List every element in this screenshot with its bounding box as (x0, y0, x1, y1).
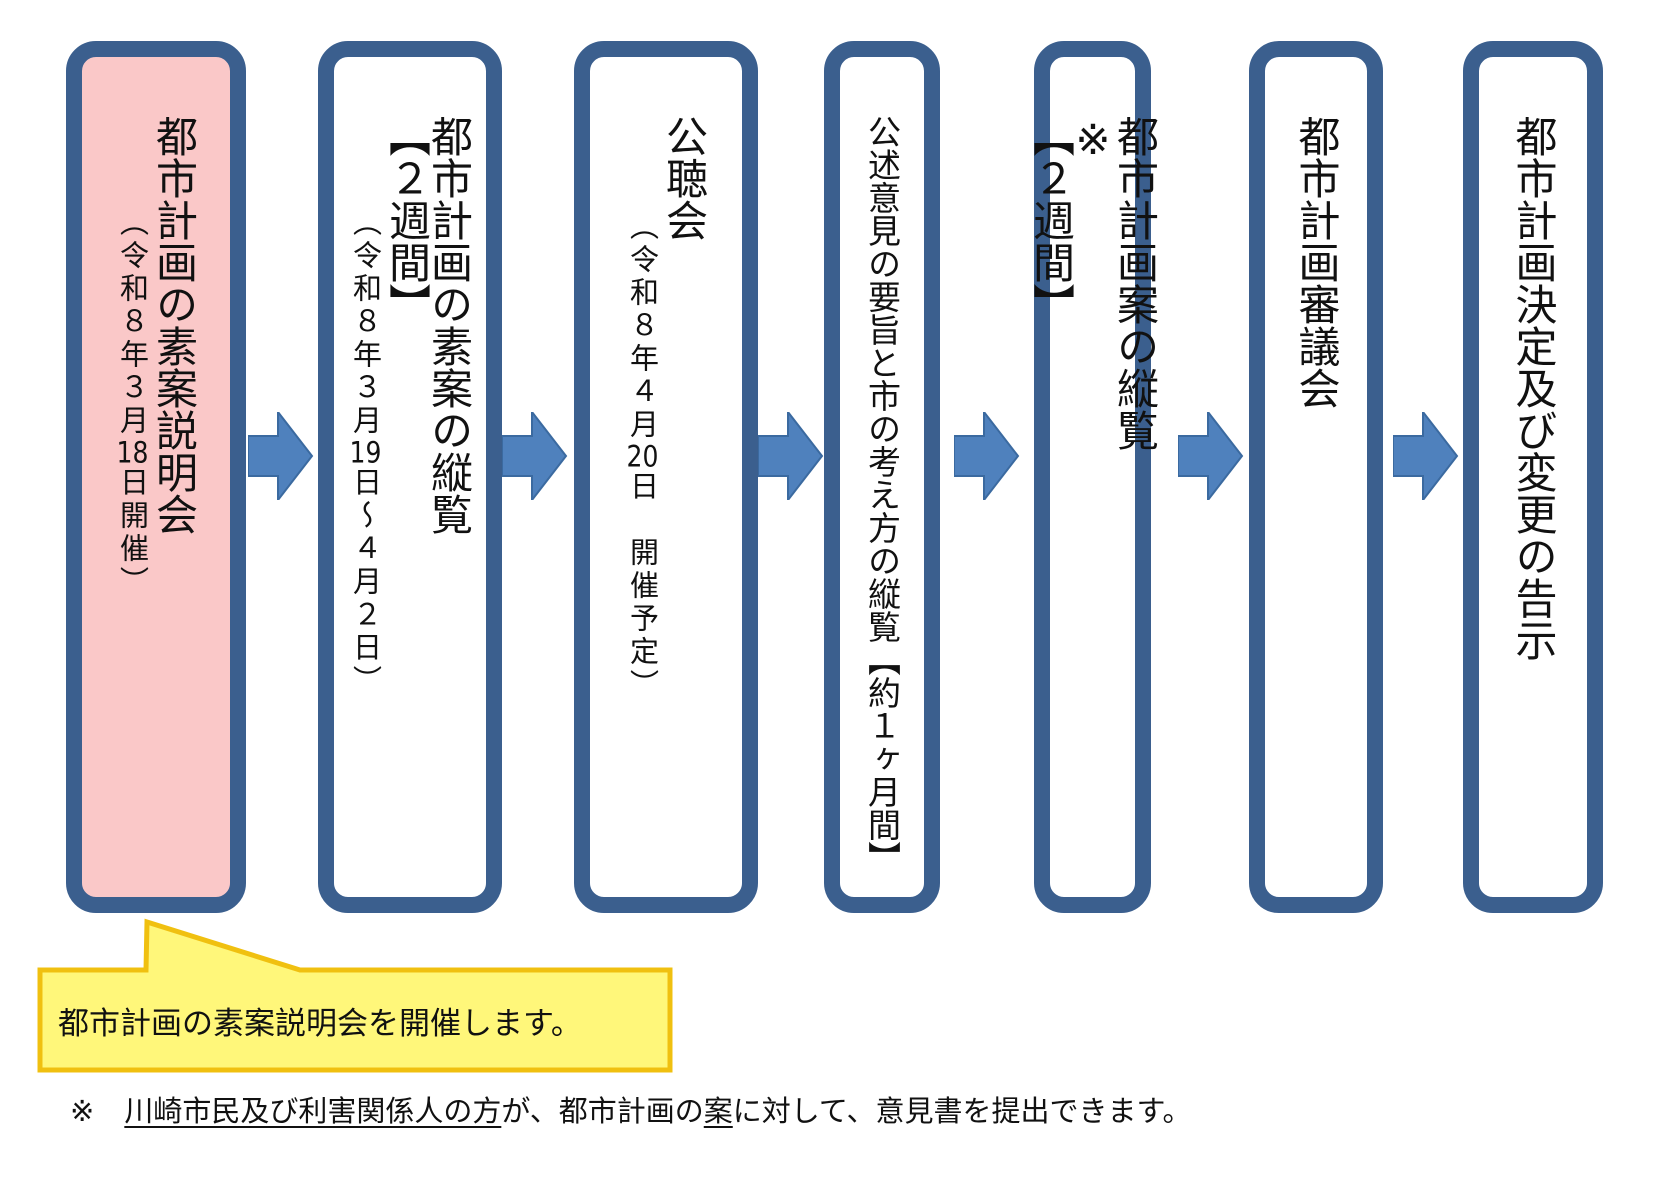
step-3-box: 公聴会 （令和８年４月20日 開催予定） (574, 41, 758, 913)
footnote: ※ 川崎市民及び利害関係人の方が、都市計画の案に対して、意見書を提出できます。 (70, 1088, 1192, 1130)
step-5-duration: 【２週間】 (1026, 115, 1076, 325)
arrow-right-icon (954, 412, 1020, 500)
step-5-title-column: 都市計画案の縦覧※【２週間】 (1026, 115, 1160, 451)
step-3-date: （令和８年４月20日 開催予定） (625, 211, 660, 702)
step-4-duration: 【約１ヶ月間】 (862, 643, 902, 874)
step-6-box: 都市計画審議会 (1249, 41, 1383, 913)
step-2-title: 都市計画の素案の縦覧 (424, 115, 474, 535)
step-5-title: 都市計画案の縦覧 (1110, 115, 1160, 451)
footnote-text-2: が、都市計画の (501, 1094, 704, 1128)
step-1-date: （令和８年３月18日開催） (115, 207, 150, 599)
step-6-title: 都市計画審議会 (1292, 115, 1341, 409)
step-2-box: 都市計画の素案の縦覧【２週間】 （令和８年３月19日～４月２日） (318, 41, 502, 913)
step-2-duration: 【２週間】 (382, 115, 432, 325)
step-4-title-column: 公述意見の要旨と市の考え方の縦覧【約１ヶ月間】 (862, 115, 902, 874)
arrow-right-icon (248, 412, 314, 500)
step-5-box: 都市計画案の縦覧※【２週間】 (1027, 41, 1160, 913)
step-4-title: 公述意見の要旨と市の考え方の縦覧 (862, 115, 902, 643)
step-3-title: 公聴会 (659, 115, 709, 241)
step-2-date: （令和８年３月19日～４月２日） (348, 207, 383, 698)
step-7-title: 都市計画決定及び変更の告示 (1509, 115, 1558, 661)
callout-text: 都市計画の素案説明会を開催します。 (58, 1006, 582, 1042)
step-5-note-mark: ※ (1068, 115, 1118, 164)
step-4-box: 公述意見の要旨と市の考え方の縦覧【約１ヶ月間】 (824, 41, 940, 913)
arrow-right-icon (502, 412, 568, 500)
arrow-right-icon (1178, 412, 1244, 500)
footnote-text-4: に対して、意見書を提出できます。 (732, 1094, 1192, 1128)
step-1-box: 都市計画の素案説明会 （令和８年３月18日開催） (66, 41, 246, 913)
footnote-underlined-1: 川崎市民及び利害関係人の方 (124, 1094, 502, 1128)
step-2-title-column: 都市計画の素案の縦覧【２週間】 (382, 115, 474, 535)
footnote-mark: ※ (70, 1094, 95, 1128)
step-7-box: 都市計画決定及び変更の告示 (1463, 41, 1603, 913)
footnote-underlined-2: 案 (703, 1094, 733, 1128)
arrow-right-icon (1393, 412, 1459, 500)
arrow-right-icon (758, 412, 824, 500)
step-1-title: 都市計画の素案説明会 (149, 115, 199, 535)
